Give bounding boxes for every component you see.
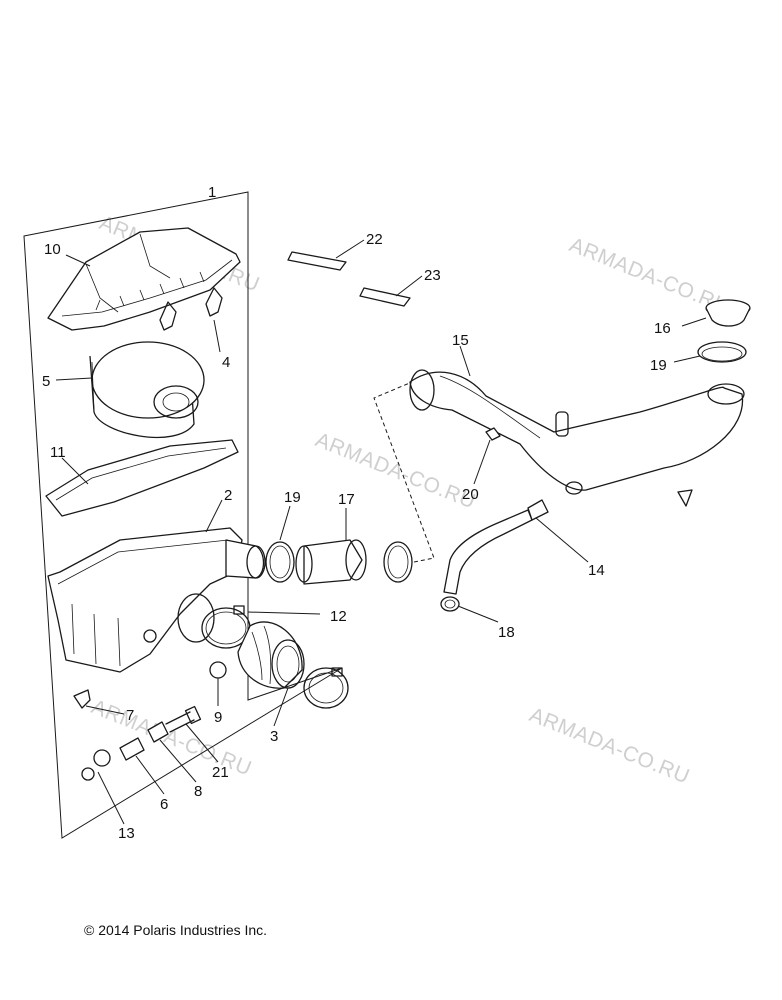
callout-20: 20 — [462, 486, 479, 503]
callout-22: 22 — [366, 231, 383, 248]
callout-6: 6 — [160, 796, 168, 813]
callout-leaders — [55, 239, 707, 825]
part-9-plug — [209, 661, 227, 679]
part-11-seal — [45, 439, 239, 517]
part-23-strip — [359, 287, 411, 307]
clamp-right-of-hose — [383, 541, 413, 583]
part-18-clamp — [440, 596, 460, 612]
callout-19-right: 19 — [650, 357, 667, 374]
callout-19-mid: 19 — [284, 489, 301, 506]
watermark: ARMADA-CO.RU — [88, 695, 255, 780]
part-15-intake-duct — [409, 369, 745, 495]
callout-15: 15 — [452, 332, 469, 349]
callout-1: 1 — [208, 184, 216, 201]
callout-7: 7 — [126, 707, 134, 724]
watermark: ARMADA-CO.RU — [526, 703, 693, 788]
part-19-clamp-right — [697, 341, 747, 363]
part-5-air-filter — [89, 341, 205, 438]
part-10-airbox-cover — [47, 227, 241, 331]
part-20-nut — [485, 427, 501, 441]
part-13-nut — [81, 749, 111, 781]
callout-2: 2 — [224, 487, 232, 504]
callout-18: 18 — [498, 624, 515, 641]
assembly-boundary — [23, 191, 343, 839]
part-19-clamp-lower — [303, 667, 349, 709]
callout-12: 12 — [330, 608, 347, 625]
callout-16: 16 — [654, 320, 671, 337]
part-16-cap — [705, 299, 751, 327]
small-funnel — [677, 489, 693, 507]
callout-9: 9 — [214, 709, 222, 726]
callout-5: 5 — [42, 373, 50, 390]
callout-11: 11 — [50, 444, 66, 461]
part-22-strip — [287, 251, 347, 271]
callout-13: 13 — [118, 825, 135, 842]
part-14-breather-hose — [443, 499, 549, 595]
part-19-clamp-mid — [265, 541, 295, 583]
part-21-bolt — [165, 705, 202, 733]
part-12-clamp — [201, 605, 251, 649]
callout-3: 3 — [270, 728, 278, 745]
part-6-tube — [119, 737, 145, 761]
callout-21: 21 — [212, 764, 229, 781]
part-7-drain-valve — [73, 689, 91, 709]
part-3-boot — [237, 621, 305, 689]
part-4-latch-clips — [159, 287, 223, 331]
callout-10: 10 — [44, 241, 61, 258]
part-17-hose — [295, 539, 367, 585]
part-8-fitting — [147, 721, 169, 743]
callout-4: 4 — [222, 354, 230, 371]
callout-8: 8 — [194, 783, 202, 800]
copyright-notice: © 2014 Polaris Industries Inc. — [84, 922, 268, 938]
callout-23: 23 — [424, 267, 441, 284]
callout-14: 14 — [588, 562, 605, 579]
callout-17: 17 — [338, 491, 355, 508]
assembly-leader — [373, 381, 435, 563]
part-2-airbox-base — [47, 527, 266, 673]
